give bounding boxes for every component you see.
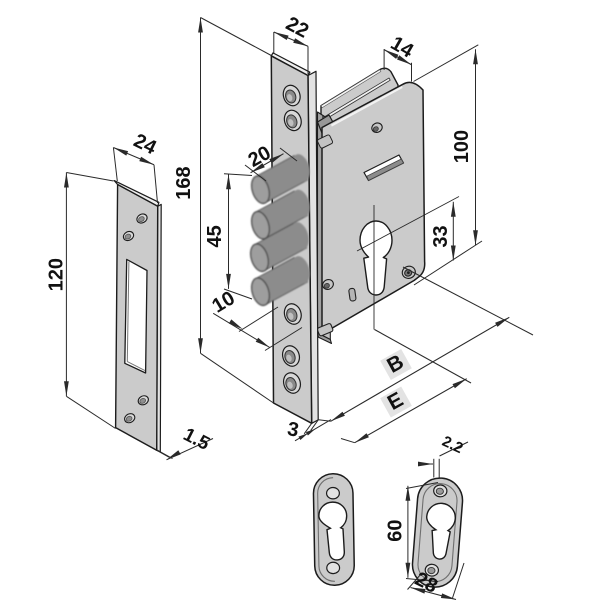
svg-text:33: 33	[430, 225, 452, 247]
svg-text:60: 60	[384, 519, 406, 541]
svg-text:168: 168	[173, 166, 195, 199]
svg-text:100: 100	[451, 130, 473, 163]
svg-text:3: 3	[286, 418, 301, 442]
svg-text:45: 45	[204, 225, 226, 247]
svg-text:120: 120	[45, 258, 67, 291]
